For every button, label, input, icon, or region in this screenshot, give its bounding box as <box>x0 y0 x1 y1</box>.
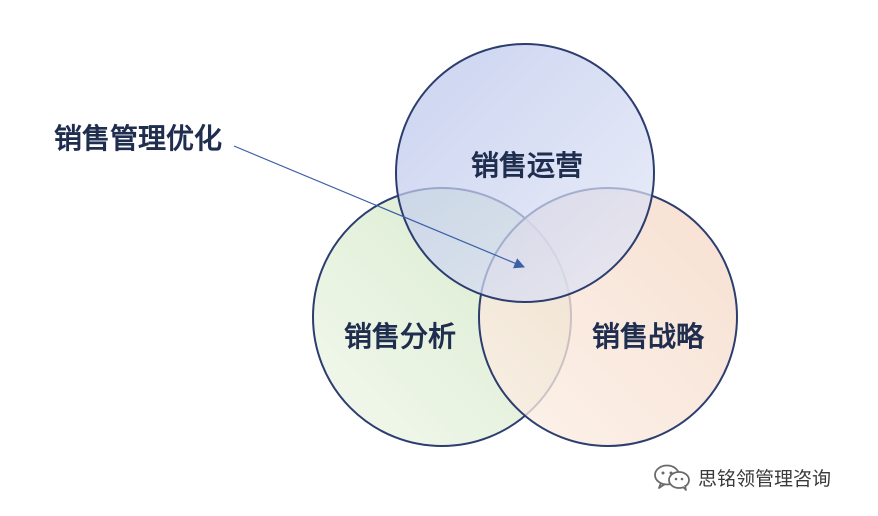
label-sales-analysis: 销售分析 <box>344 320 456 353</box>
watermark-text: 思铭领管理咨询 <box>698 467 832 490</box>
label-sales-operations: 销售运营 <box>471 149 583 182</box>
wechat-icon <box>654 464 690 491</box>
callout-arrow <box>233 145 525 269</box>
label-sales-strategy: 销售战略 <box>592 320 705 353</box>
circle-sales-operations <box>395 43 655 303</box>
callout-label: 销售管理优化 <box>54 122 222 155</box>
watermark: 思铭领管理咨询 <box>652 462 831 492</box>
